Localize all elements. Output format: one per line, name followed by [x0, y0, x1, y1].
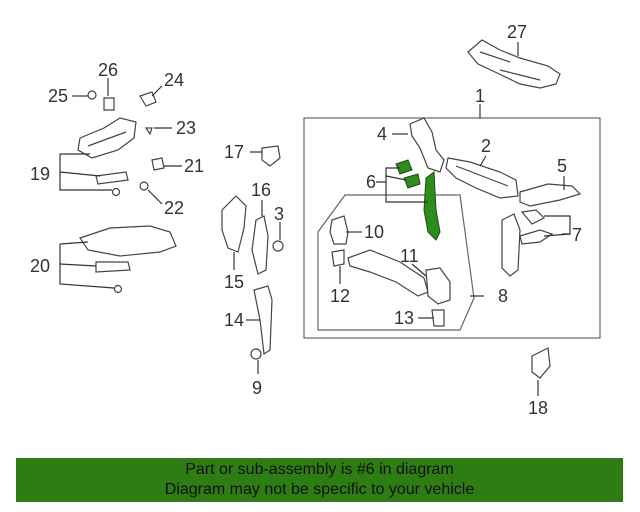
callout-14: 14	[224, 310, 244, 330]
callout-15: 15	[224, 272, 244, 292]
callout-2: 2	[481, 136, 491, 156]
part-15	[221, 195, 247, 253]
part-25	[87, 90, 97, 100]
banner-line-1: Part or sub-assembly is #6 in diagram	[185, 461, 454, 478]
part-12	[331, 249, 345, 267]
part-18	[531, 347, 551, 379]
part-6-clip-upper	[395, 159, 413, 175]
callout-12: 12	[330, 286, 350, 306]
callout-19: 19	[30, 164, 50, 184]
part-26	[103, 97, 115, 111]
part-10	[329, 215, 349, 245]
part-20-clip	[113, 284, 123, 294]
callout-9: 9	[252, 378, 262, 398]
part-7-member	[501, 213, 521, 277]
assembly-box-1	[303, 117, 601, 339]
part-13	[431, 309, 445, 327]
callout-10: 10	[364, 222, 384, 242]
assembly-box-8	[317, 194, 475, 331]
part-16	[251, 215, 269, 275]
part-27	[467, 39, 561, 89]
part-20-bracket	[95, 261, 131, 273]
callout-16: 16	[251, 180, 271, 200]
part-7-bracket	[519, 209, 554, 245]
callout-27: 27	[507, 22, 527, 42]
part-info-banner: Part or sub-assembly is #6 in diagram Di…	[16, 458, 623, 502]
callout-17: 17	[224, 142, 244, 162]
part-22	[139, 181, 149, 191]
part-6-clip-lower	[403, 173, 421, 189]
callout-6: 6	[366, 172, 376, 192]
part-4	[409, 117, 445, 173]
part-9	[250, 348, 262, 360]
callout-18: 18	[528, 398, 548, 418]
callout-13: 13	[394, 308, 414, 328]
callout-3: 3	[274, 204, 284, 224]
callout-1: 1	[475, 86, 485, 106]
lower-crossmember	[347, 249, 429, 297]
callout-23: 23	[176, 118, 196, 138]
callout-7: 7	[572, 225, 582, 245]
banner-line-2: Diagram may not be specific to your vehi…	[164, 481, 475, 498]
callout-21: 21	[184, 156, 204, 176]
callout-8: 8	[498, 286, 508, 306]
callout-4: 4	[377, 124, 387, 144]
part-19-clip	[111, 187, 121, 197]
part-11	[425, 267, 451, 305]
callout-20: 20	[30, 256, 50, 276]
callout-24: 24	[164, 70, 184, 90]
part-21	[151, 157, 165, 171]
part-17	[261, 145, 281, 167]
parts-diagram: 27 1 4 2 5 7 6 10 11 12 13 8 18 25 26 24…	[30, 22, 601, 418]
highlighted-part-6	[395, 159, 441, 241]
part-23	[144, 127, 153, 136]
part-6-main	[423, 171, 441, 241]
callout-5: 5	[557, 156, 567, 176]
part-5	[519, 183, 582, 207]
callout-11: 11	[400, 246, 419, 266]
callout-25: 25	[48, 86, 68, 106]
part-19-bracket	[95, 171, 129, 185]
part-3	[272, 240, 284, 252]
callout-26: 26	[98, 60, 118, 80]
part-2	[445, 157, 519, 199]
part-20	[79, 225, 177, 257]
part-19	[77, 117, 137, 159]
callout-22: 22	[164, 198, 184, 218]
